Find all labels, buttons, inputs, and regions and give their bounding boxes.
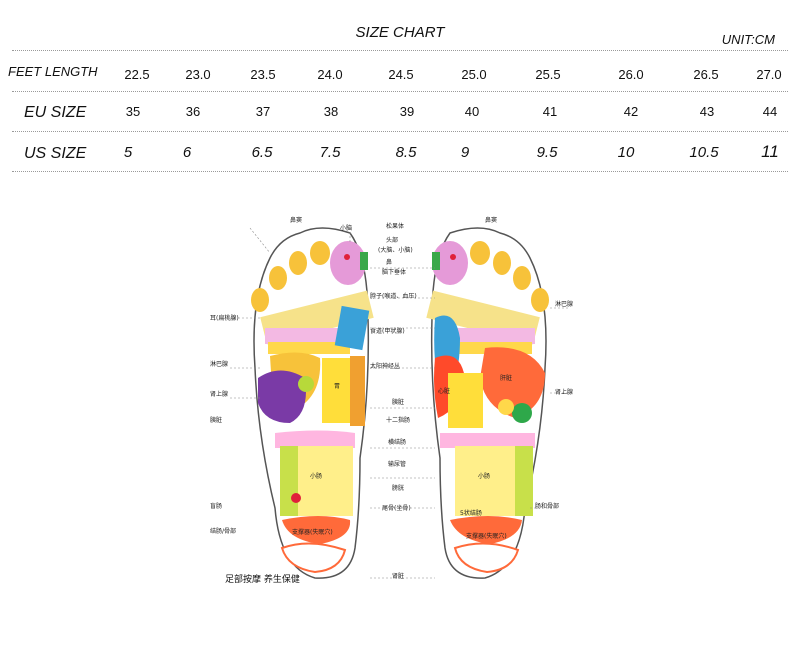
divider (12, 91, 788, 92)
eu-size-cell: 40 (464, 104, 480, 119)
diagram-label: 淋巴腺 (555, 300, 573, 308)
us-size-cell: 8.5 (395, 144, 417, 161)
divider (12, 50, 788, 51)
diagram-label: 太阳神经丛 (370, 362, 400, 370)
diagram-label: 支撑器(失眠穴) (292, 528, 333, 536)
diagram-label: 鼻 (386, 258, 392, 266)
diagram-label: 脑下垂体 (382, 268, 406, 276)
diagram-label: 胃 (334, 383, 340, 390)
size-chart-title: SIZE CHART (355, 24, 445, 41)
eu-size-label: EU SIZE (24, 104, 87, 121)
us-size-cell: 6.5 (251, 144, 273, 161)
eu-size-cell: 42 (623, 104, 639, 119)
diagram-label: 小脑 (340, 224, 352, 232)
diagram-label: 小肠 (310, 472, 322, 480)
eu-size-cell: 39 (399, 104, 415, 119)
feet-length-cell: 25.5 (535, 67, 561, 82)
diagram-label: 膀胱 (392, 484, 404, 492)
feet-length-cell: 23.5 (250, 67, 276, 82)
diagram-label: 耳(扁桃腺) (210, 314, 239, 322)
diagram-labels: 鼻窦 小脑 耳(扁桃腺) 淋巴腺 肾上腺 胰脏 盲肠 结肠/骨部 松果体 头部 … (210, 216, 573, 580)
diagram-label: 心脏 (438, 387, 450, 395)
diagram-label: 小肠 (478, 472, 490, 480)
feet-length-cell: 24.5 (388, 67, 414, 82)
us-size-cell: 9 (460, 144, 470, 161)
diagram-label: 输尿管 (388, 460, 406, 468)
left-foot (251, 227, 374, 579)
us-size-cell: 11 (761, 142, 779, 161)
feet-length-cell: 26.5 (693, 67, 719, 82)
diagram-label: 肾上腺 (555, 388, 573, 396)
diagram-label: 肾脏 (392, 572, 404, 580)
diagram-label: 盲肠 (210, 502, 222, 510)
diagram-label: 鼻窦 (485, 216, 497, 224)
diagram-label: 肾上腺 (210, 390, 228, 398)
diagram-label: (大脑、小脑) (378, 246, 413, 254)
us-size-cell: 6 (182, 144, 192, 161)
eu-size-cell: 35 (125, 104, 141, 119)
diagram-label: 淋巴腺 (210, 360, 228, 368)
diagram-label: 胰脏 (210, 416, 222, 424)
diagram-label: 肝脏 (500, 374, 512, 382)
diagram-label: 肠和骨部 (535, 502, 559, 510)
diagram-label: 鼻窦 (290, 216, 302, 224)
feet-length-cell: 25.0 (461, 67, 487, 82)
eu-size-cell: 41 (542, 104, 558, 119)
unit-label: UNIT:CM (721, 32, 775, 47)
feet-length-cell: 22.5 (124, 67, 150, 82)
diagram-label: 横结肠 (388, 438, 406, 446)
diagram-label: 5状结肠 (460, 509, 482, 517)
eu-size-cell: 43 (699, 104, 715, 119)
foot-reflexology-diagram: 鼻窦 小脑 耳(扁桃腺) 淋巴腺 肾上腺 胰脏 盲肠 结肠/骨部 松果体 头部 … (210, 216, 573, 580)
us-size-cell: 10.5 (689, 144, 719, 161)
diagram-caption: 足部按摩 养生保健 (225, 575, 300, 585)
diagram-label: 支撑器(失眠穴) (466, 532, 507, 540)
eu-size-cell: 38 (323, 104, 339, 119)
eu-size-cell: 37 (255, 104, 271, 119)
eu-size-cell: 36 (185, 104, 201, 119)
feet-length-label: FEET LENGTH (8, 64, 98, 79)
diagram-label: 结肠/骨部 (210, 527, 236, 535)
divider (12, 131, 788, 132)
diagram-label: 胰脏 (392, 398, 404, 406)
divider (12, 171, 788, 172)
us-size-cell: 7.5 (319, 144, 341, 161)
us-size-cell: 10 (617, 144, 635, 161)
feet-length-cell: 23.0 (185, 67, 211, 82)
feet-length-cell: 26.0 (618, 67, 644, 82)
diagram-label: 尾骨(坐骨) (382, 504, 411, 512)
us-size-label: US SIZE (24, 145, 87, 162)
diagram-label: 松果体 (386, 222, 404, 230)
feet-length-cell: 27.0 (756, 67, 782, 82)
us-size-cell: 5 (123, 144, 133, 161)
right-foot (426, 227, 549, 579)
feet-length-cell: 24.0 (317, 67, 343, 82)
diagram-label: 脖子(喉道、血压) (370, 292, 417, 300)
leader-lines (230, 227, 570, 579)
us-size-cell: 9.5 (536, 144, 558, 161)
diagram-label: 头部 (386, 236, 398, 244)
diagram-label: 食道(甲状腺) (370, 327, 405, 335)
eu-size-cell: 44 (762, 104, 778, 119)
diagram-label: 十二指肠 (386, 416, 410, 424)
